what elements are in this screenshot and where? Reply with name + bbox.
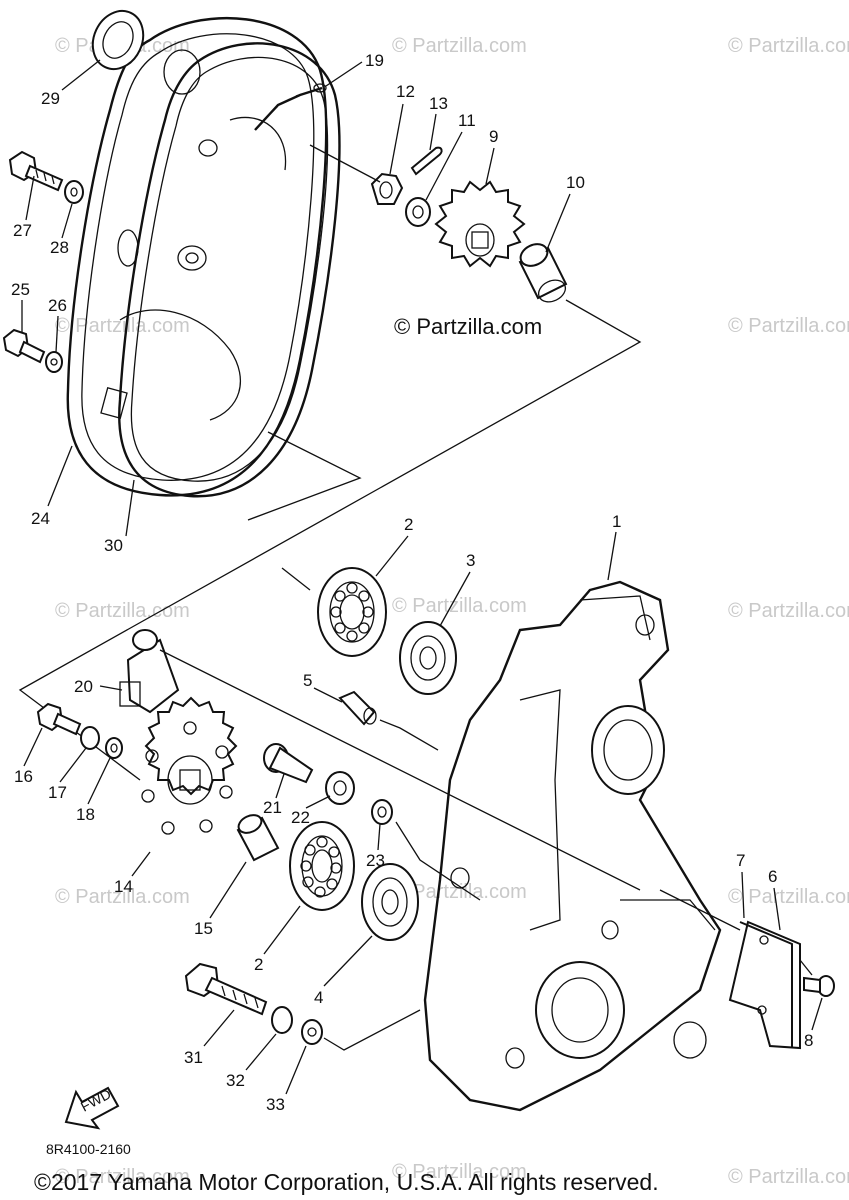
oil-seal-3 bbox=[399, 621, 457, 695]
callout-30: 30 bbox=[104, 536, 123, 555]
collar-15 bbox=[236, 814, 280, 862]
callout-16: 16 bbox=[14, 767, 33, 786]
bolt-31 bbox=[184, 962, 268, 1016]
callout-7: 7 bbox=[736, 851, 745, 870]
callout-20: 20 bbox=[74, 677, 93, 696]
cotter-pin-13 bbox=[410, 146, 443, 176]
washer-32 bbox=[271, 1006, 293, 1034]
callout-23: 23 bbox=[366, 851, 385, 870]
bearing-2-lower bbox=[289, 821, 355, 911]
pin-5 bbox=[338, 690, 377, 726]
leader-line bbox=[281, 567, 311, 591]
callout-10: 10 bbox=[566, 173, 585, 192]
callout-15: 15 bbox=[194, 919, 213, 938]
diagram-code: 8R4100-2160 bbox=[46, 1141, 131, 1157]
washer-28 bbox=[64, 180, 84, 204]
drive-chain bbox=[254, 83, 327, 131]
watermark: © Partzilla.com bbox=[392, 881, 527, 903]
watermark: © Partzilla.com bbox=[728, 886, 849, 908]
leader-line bbox=[309, 144, 381, 183]
callout-21: 21 bbox=[263, 798, 282, 817]
callout-14: 14 bbox=[114, 877, 133, 896]
callout-12: 12 bbox=[396, 82, 415, 101]
leader-line bbox=[159, 649, 641, 891]
oil-seal-4 bbox=[361, 863, 419, 941]
callout-9: 9 bbox=[489, 127, 498, 146]
watermark: © Partzilla.com bbox=[55, 600, 190, 622]
callout-11: 11 bbox=[458, 111, 476, 130]
washer-11 bbox=[405, 197, 431, 227]
cover-plate-6 bbox=[728, 920, 801, 1050]
watermark: © Partzilla.com bbox=[55, 886, 190, 908]
gasket-7 bbox=[739, 921, 793, 1048]
washer-17 bbox=[80, 726, 100, 750]
callout-22: 22 bbox=[291, 808, 310, 827]
watermark: © Partzilla.com bbox=[55, 1166, 190, 1188]
leader-line bbox=[659, 889, 813, 976]
callout-19: 19 bbox=[365, 51, 384, 70]
leader-line bbox=[247, 431, 362, 521]
chain-case-cover bbox=[66, 16, 328, 497]
leader-line bbox=[379, 719, 439, 751]
callout-2b: 2 bbox=[254, 955, 263, 974]
callout-26: 26 bbox=[48, 296, 67, 315]
watermark: © Partzilla.com bbox=[392, 1161, 527, 1183]
callout-5: 5 bbox=[303, 671, 312, 690]
callout-3: 3 bbox=[466, 551, 475, 570]
callout-6: 6 bbox=[768, 867, 777, 886]
fwd-arrow-icon: FWD bbox=[64, 1086, 120, 1130]
watermark: © Partzilla.com bbox=[728, 35, 849, 57]
chain-case-housing bbox=[423, 580, 722, 1112]
bearing-2-upper bbox=[317, 567, 387, 657]
watermark: © Partzilla.com bbox=[392, 35, 527, 57]
callout-25: 25 bbox=[11, 280, 30, 299]
callout-labels: 29 19 12 13 11 9 10 © Partzilla.com 27 2… bbox=[11, 51, 823, 1114]
screw-8 bbox=[803, 975, 835, 997]
callout-18: 18 bbox=[76, 805, 95, 824]
callout-24: 24 bbox=[31, 509, 50, 528]
watermark: © Partzilla.com bbox=[728, 1166, 849, 1188]
callout-4: 4 bbox=[314, 988, 323, 1007]
chain-case-gasket bbox=[118, 42, 341, 498]
watermark: © Partzilla.com bbox=[728, 315, 849, 337]
oil-seal bbox=[91, 9, 145, 71]
callout-29: 29 bbox=[41, 89, 60, 108]
collar-22 bbox=[325, 771, 355, 805]
leader-line bbox=[395, 821, 481, 901]
callout-13: 13 bbox=[429, 94, 448, 113]
bolt-27 bbox=[8, 150, 64, 192]
callout-17: 17 bbox=[48, 783, 67, 802]
nut-12 bbox=[370, 172, 404, 205]
leader-line bbox=[18, 299, 642, 781]
washer-26 bbox=[45, 351, 63, 373]
sprocket-14 bbox=[141, 696, 238, 835]
callout-31: 31 bbox=[184, 1048, 203, 1067]
bolt-16 bbox=[36, 702, 82, 736]
callout-8: 8 bbox=[804, 1031, 813, 1050]
watermark: © Partzilla.com bbox=[55, 315, 190, 337]
partzilla-watermark: © Partzilla.com bbox=[394, 314, 542, 339]
copyright-notice: ©2017 Yamaha Motor Corporation, U.S.A. A… bbox=[34, 1169, 659, 1195]
watermarks: © Partzilla.com © Partzilla.com © Partzi… bbox=[55, 35, 849, 1188]
leader-line bbox=[323, 1009, 421, 1051]
washer-33 bbox=[301, 1019, 323, 1045]
callout-33: 33 bbox=[266, 1095, 285, 1114]
watermark: © Partzilla.com bbox=[728, 600, 849, 622]
bolt-21 bbox=[263, 743, 314, 784]
collar-10 bbox=[518, 243, 568, 303]
washer-23 bbox=[371, 799, 393, 825]
callout-2a: 2 bbox=[404, 515, 413, 534]
callout-1: 1 bbox=[612, 512, 621, 531]
callout-32: 32 bbox=[226, 1071, 245, 1090]
bolt-25 bbox=[2, 328, 46, 364]
watermark: © Partzilla.com bbox=[392, 595, 527, 617]
chain-tensioner bbox=[119, 629, 180, 714]
sprocket-9 bbox=[434, 180, 526, 268]
washer-18 bbox=[105, 737, 123, 759]
callout-28: 28 bbox=[50, 238, 69, 257]
callout-27: 27 bbox=[13, 221, 32, 240]
